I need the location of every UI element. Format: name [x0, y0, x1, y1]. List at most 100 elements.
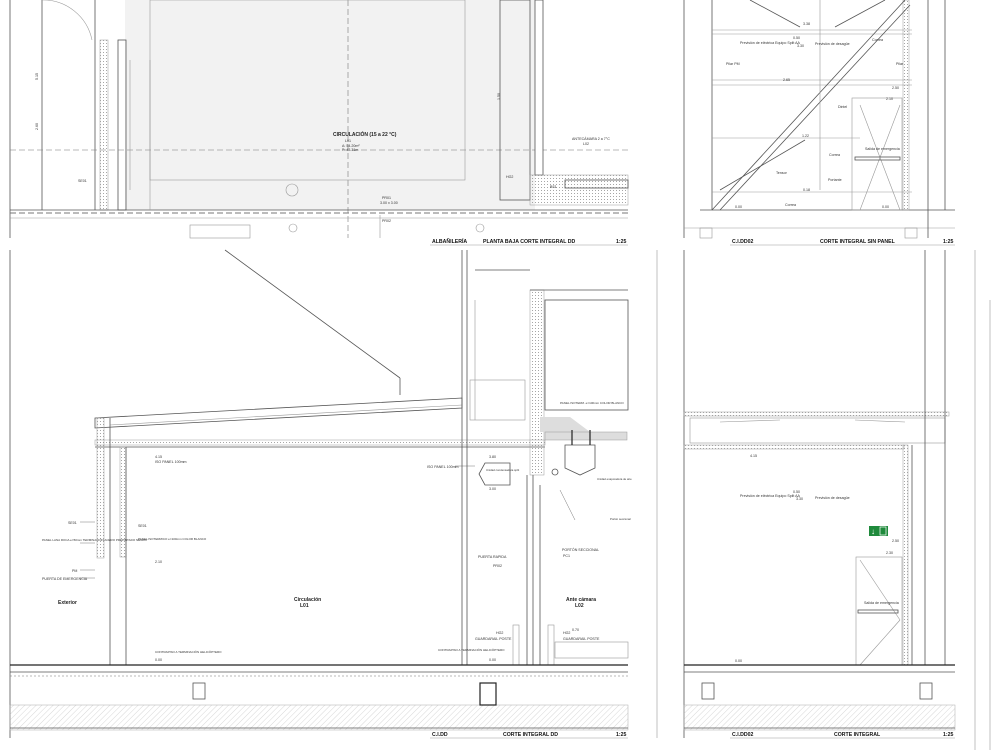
plan-anteroom-code: L02 — [583, 142, 589, 146]
label-purlin: Correa — [872, 38, 883, 42]
label-purlin: Correa — [829, 153, 840, 157]
label-hg2: HG2 — [496, 631, 503, 635]
level: 0.50 — [793, 490, 800, 494]
level: 0.00 — [882, 205, 889, 209]
room-exterior: Exterior — [58, 600, 77, 606]
label-drain: Previsión de desagüe — [815, 42, 850, 46]
room-code: L01 — [300, 603, 309, 609]
label-pr02: PR02 — [493, 564, 502, 568]
plan-view: CIRCULACIÓN (15 a 22 °C) L01 A: 54.20m² … — [9, 0, 629, 239]
level: 2.50 — [892, 539, 899, 543]
level: 2.10 — [886, 97, 893, 101]
label-emergency-exit: Salida de emergencia — [864, 601, 899, 605]
label-evaporator: Unidad evaporadora de aire — [597, 477, 632, 481]
level: 3.00 — [489, 487, 496, 491]
label-bearing: Portante — [828, 178, 842, 182]
label-emergency-exit: Salida de emergencia — [865, 147, 900, 151]
plan-dim: 2.60 — [35, 123, 39, 130]
plan-dim: 3.00 x 3.00 — [380, 201, 398, 205]
label-electrical: Previsión de eléctrica Equipo Split AA — [740, 41, 801, 45]
section-dd: SE01 PANEL LANA ROCA e=50mm TERMINACIÓN … — [9, 249, 632, 738]
label-sectional-door: Portón seccional — [610, 517, 631, 521]
label-screed: CONTRAPISO A TERMINACIÓN HELICÓPTERO — [155, 649, 222, 654]
level: 4.15 — [750, 454, 757, 458]
plan-floor-fill — [125, 0, 535, 210]
sheet-code: C.I.DD02 — [732, 239, 753, 245]
sheet-title: PLANTA BAJA CORTE INTEGRAL DD — [483, 239, 575, 245]
label-iso-panel: ISO PANEL 100mm — [155, 460, 187, 464]
level: 2.30 — [886, 551, 893, 555]
label-screed: CONTRAPISO A TERMINACIÓN HELICÓPTERO — [438, 647, 505, 652]
label-se01: SE01 — [138, 524, 147, 528]
sheet-code: ALBAÑILERÍA — [432, 237, 467, 245]
sheet-scale: 1:25 — [616, 239, 626, 245]
plan-tag: PR01 — [382, 196, 391, 200]
plan-tag: PR02 — [382, 219, 391, 223]
label-electrical: Previsión de eléctrica Equipo Split AA — [740, 494, 801, 498]
plan-tag: HG2 — [506, 175, 513, 179]
label-purlin: Correa — [785, 203, 796, 207]
label-tensor: Tensor — [776, 171, 788, 175]
label-column: Pilar PM — [726, 62, 740, 66]
plan-area: A: 54.20m² — [342, 144, 360, 148]
level: 0.18 — [803, 188, 810, 192]
label-condenser: Unidad condensadora split — [486, 468, 519, 472]
sheet-title: CORTE INTEGRAL SIN PANEL — [820, 239, 896, 245]
label-iso-panel: ISO PANEL 100mm — [427, 465, 459, 469]
plan-tag: BS1 — [550, 185, 557, 189]
sheet-title: CORTE INTEGRAL — [834, 732, 881, 738]
sheet-scale: 1:25 — [943, 239, 953, 245]
plan-dim: 1.50 — [497, 93, 501, 100]
room-anteroom: Ante cámara — [566, 597, 596, 603]
level: 0.50 — [793, 36, 800, 40]
sheet-scale: 1:25 — [943, 732, 953, 738]
label-rockwool-panel: PANEL LANA ROCA e=50mm TERMINACIÓN ACERO… — [42, 537, 148, 542]
label-lintel: Dintel — [838, 105, 847, 109]
level: 0.00 — [155, 658, 162, 662]
emergency-exit-sign — [869, 526, 888, 536]
label-fast-door: PUERTA RAPIDA — [478, 555, 507, 559]
title-strips: ALBAÑILERÍA PLANTA BAJA CORTE INTEGRAL D… — [430, 237, 955, 739]
level: 1.22 — [802, 134, 809, 138]
level: 3.30 — [797, 44, 804, 48]
level: 2.10 — [155, 560, 162, 564]
level: 0.00 — [735, 659, 742, 663]
level: 0.00 — [489, 658, 496, 662]
level: 3.38 — [803, 22, 810, 26]
level: 3.30 — [796, 497, 803, 501]
level: 0.00 — [735, 205, 742, 209]
exit-door-icon — [879, 526, 887, 536]
exit-arrow-icon: ↓ — [871, 527, 875, 536]
section-no-panel: Previsión de eléctrica Equipo Split AA P… — [683, 0, 955, 239]
room-code: L02 — [575, 603, 584, 609]
plan-perimeter: P: 43.31m — [342, 148, 358, 152]
label-emergency-door: PUERTA DE EMERGENCIA — [42, 577, 88, 581]
sheet-title: CORTE INTEGRAL DD — [503, 732, 558, 738]
section-integral: ↓ Previsión de eléctrica Equipo Split AA… — [656, 250, 991, 750]
sheet-code: C.I.DD — [432, 732, 448, 738]
label-guardrail: GUARDARAIL POSTE — [475, 637, 512, 641]
sheet-code: C.I.DD02 — [732, 732, 753, 738]
label-hg2: HG2 — [563, 631, 570, 635]
label-guardrail: GUARDARAIL POSTE — [563, 637, 600, 641]
label-sectional-door: PORTÓN SECCIONAL — [562, 547, 599, 552]
plan-dim: 5.15 — [35, 73, 39, 80]
plan-room-code: L01 — [345, 139, 351, 143]
label-se01: SE01 — [68, 521, 77, 525]
room-circulation: Circulación — [294, 597, 321, 603]
plan-tag: SE01 — [78, 179, 87, 183]
level: 4.15 — [155, 455, 162, 459]
plan-anteroom: ANTECÁMARA 2 a 7°C — [572, 137, 610, 141]
label-iso-panel: PANEL ISOTERM. e=100mm COLOR BLANCO — [560, 401, 624, 405]
label-pc1: PC1 — [563, 554, 570, 558]
level: 2.50 — [892, 86, 899, 90]
level: 0.70 — [572, 628, 579, 632]
label-drain: Previsión de desagüe — [815, 496, 850, 500]
level: 3.80 — [489, 455, 496, 459]
plan-room-name: CIRCULACIÓN (15 a 22 °C) — [333, 130, 397, 138]
sheet-scale: 1:25 — [616, 732, 626, 738]
level: 2.65 — [783, 78, 790, 82]
label-pm: PM — [72, 569, 77, 573]
label-iso-panel: PANEL ISOTERMICO e=100mm COLOR BLANCO — [138, 537, 207, 541]
